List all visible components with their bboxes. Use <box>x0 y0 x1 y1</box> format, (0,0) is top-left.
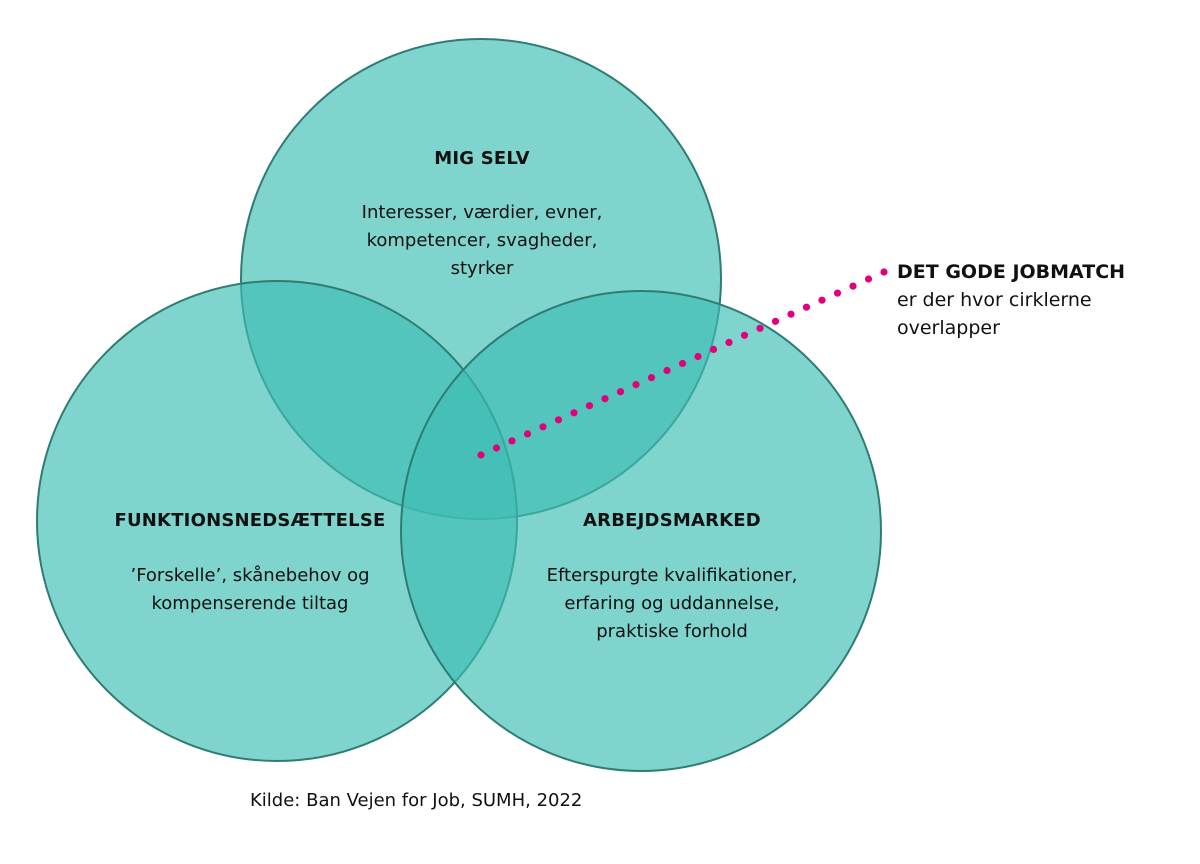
callout-title: DET GODE JOBMATCH <box>897 261 1126 283</box>
text-line: Efterspurgte kvalifikationer, <box>546 565 798 586</box>
connector-dot <box>508 437 516 445</box>
connector-dot <box>818 296 826 304</box>
connector-dot <box>694 352 702 361</box>
callout-line: overlapper <box>897 317 1000 339</box>
connector-dot <box>740 331 749 339</box>
connector-dot <box>477 451 485 459</box>
text-line: Interesser, værdier, evner, <box>361 202 603 223</box>
connector-dot <box>523 430 532 438</box>
connector-dot <box>663 366 671 375</box>
circle-title-arbejdsmarked: ARBEJDSMARKED <box>583 510 761 531</box>
circle-title-mig-selv: MIG SELV <box>434 148 530 169</box>
connector-dot <box>647 374 656 382</box>
connector-dot <box>880 268 888 276</box>
circle-text-mig-selv: Interesser, værdier, evner, kompetencer,… <box>362 199 603 283</box>
jobmatch-dotted-connector <box>477 268 888 459</box>
text-line: kompetencer, svagheder, <box>366 230 598 251</box>
circle-text-arbejdsmarked: Efterspurgte kvalifikationer, erfaring o… <box>547 562 798 646</box>
connector-dot <box>864 275 873 283</box>
text-line: erfaring og uddannelse, <box>564 593 780 614</box>
connector-dot <box>802 303 811 311</box>
connector-dot <box>616 388 625 396</box>
circle-text-funktionsnedsaettelse: ’Forskelle’, skånebehov og kompenserende… <box>130 562 369 618</box>
connector-dot <box>833 289 842 297</box>
connector-dot <box>725 338 733 346</box>
circle-title-funktionsnedsaettelse: FUNKTIONSNEDSÆTTELSE <box>114 510 386 531</box>
connector-dot <box>756 324 764 332</box>
connector-dot <box>601 395 609 403</box>
connector-dot <box>709 345 718 353</box>
connector-dot <box>554 416 563 424</box>
connector-dot <box>849 282 857 290</box>
connector-dot <box>787 310 795 318</box>
connector-dot <box>678 359 687 368</box>
text-line: ’Forskelle’, skånebehov og <box>130 565 370 586</box>
connector-dot <box>539 423 547 431</box>
connector-dot <box>492 444 501 452</box>
callout-line: er der hvor cirklerne <box>897 289 1092 311</box>
connector-dot <box>771 317 780 325</box>
jobmatch-callout: DET GODE JOBMATCH er der hvor cirklerne … <box>897 258 1125 342</box>
source-caption: Kilde: Ban Vejen for Job, SUMH, 2022 <box>250 790 583 811</box>
text-line: styrker <box>450 258 514 279</box>
circle-arbejdsmarked <box>400 290 882 772</box>
text-line: kompenserende tiltag <box>151 593 349 614</box>
connector-dot <box>570 409 578 417</box>
connector-dot <box>632 381 640 389</box>
text-line: praktiske forhold <box>596 621 748 642</box>
connector-dot <box>585 402 594 410</box>
